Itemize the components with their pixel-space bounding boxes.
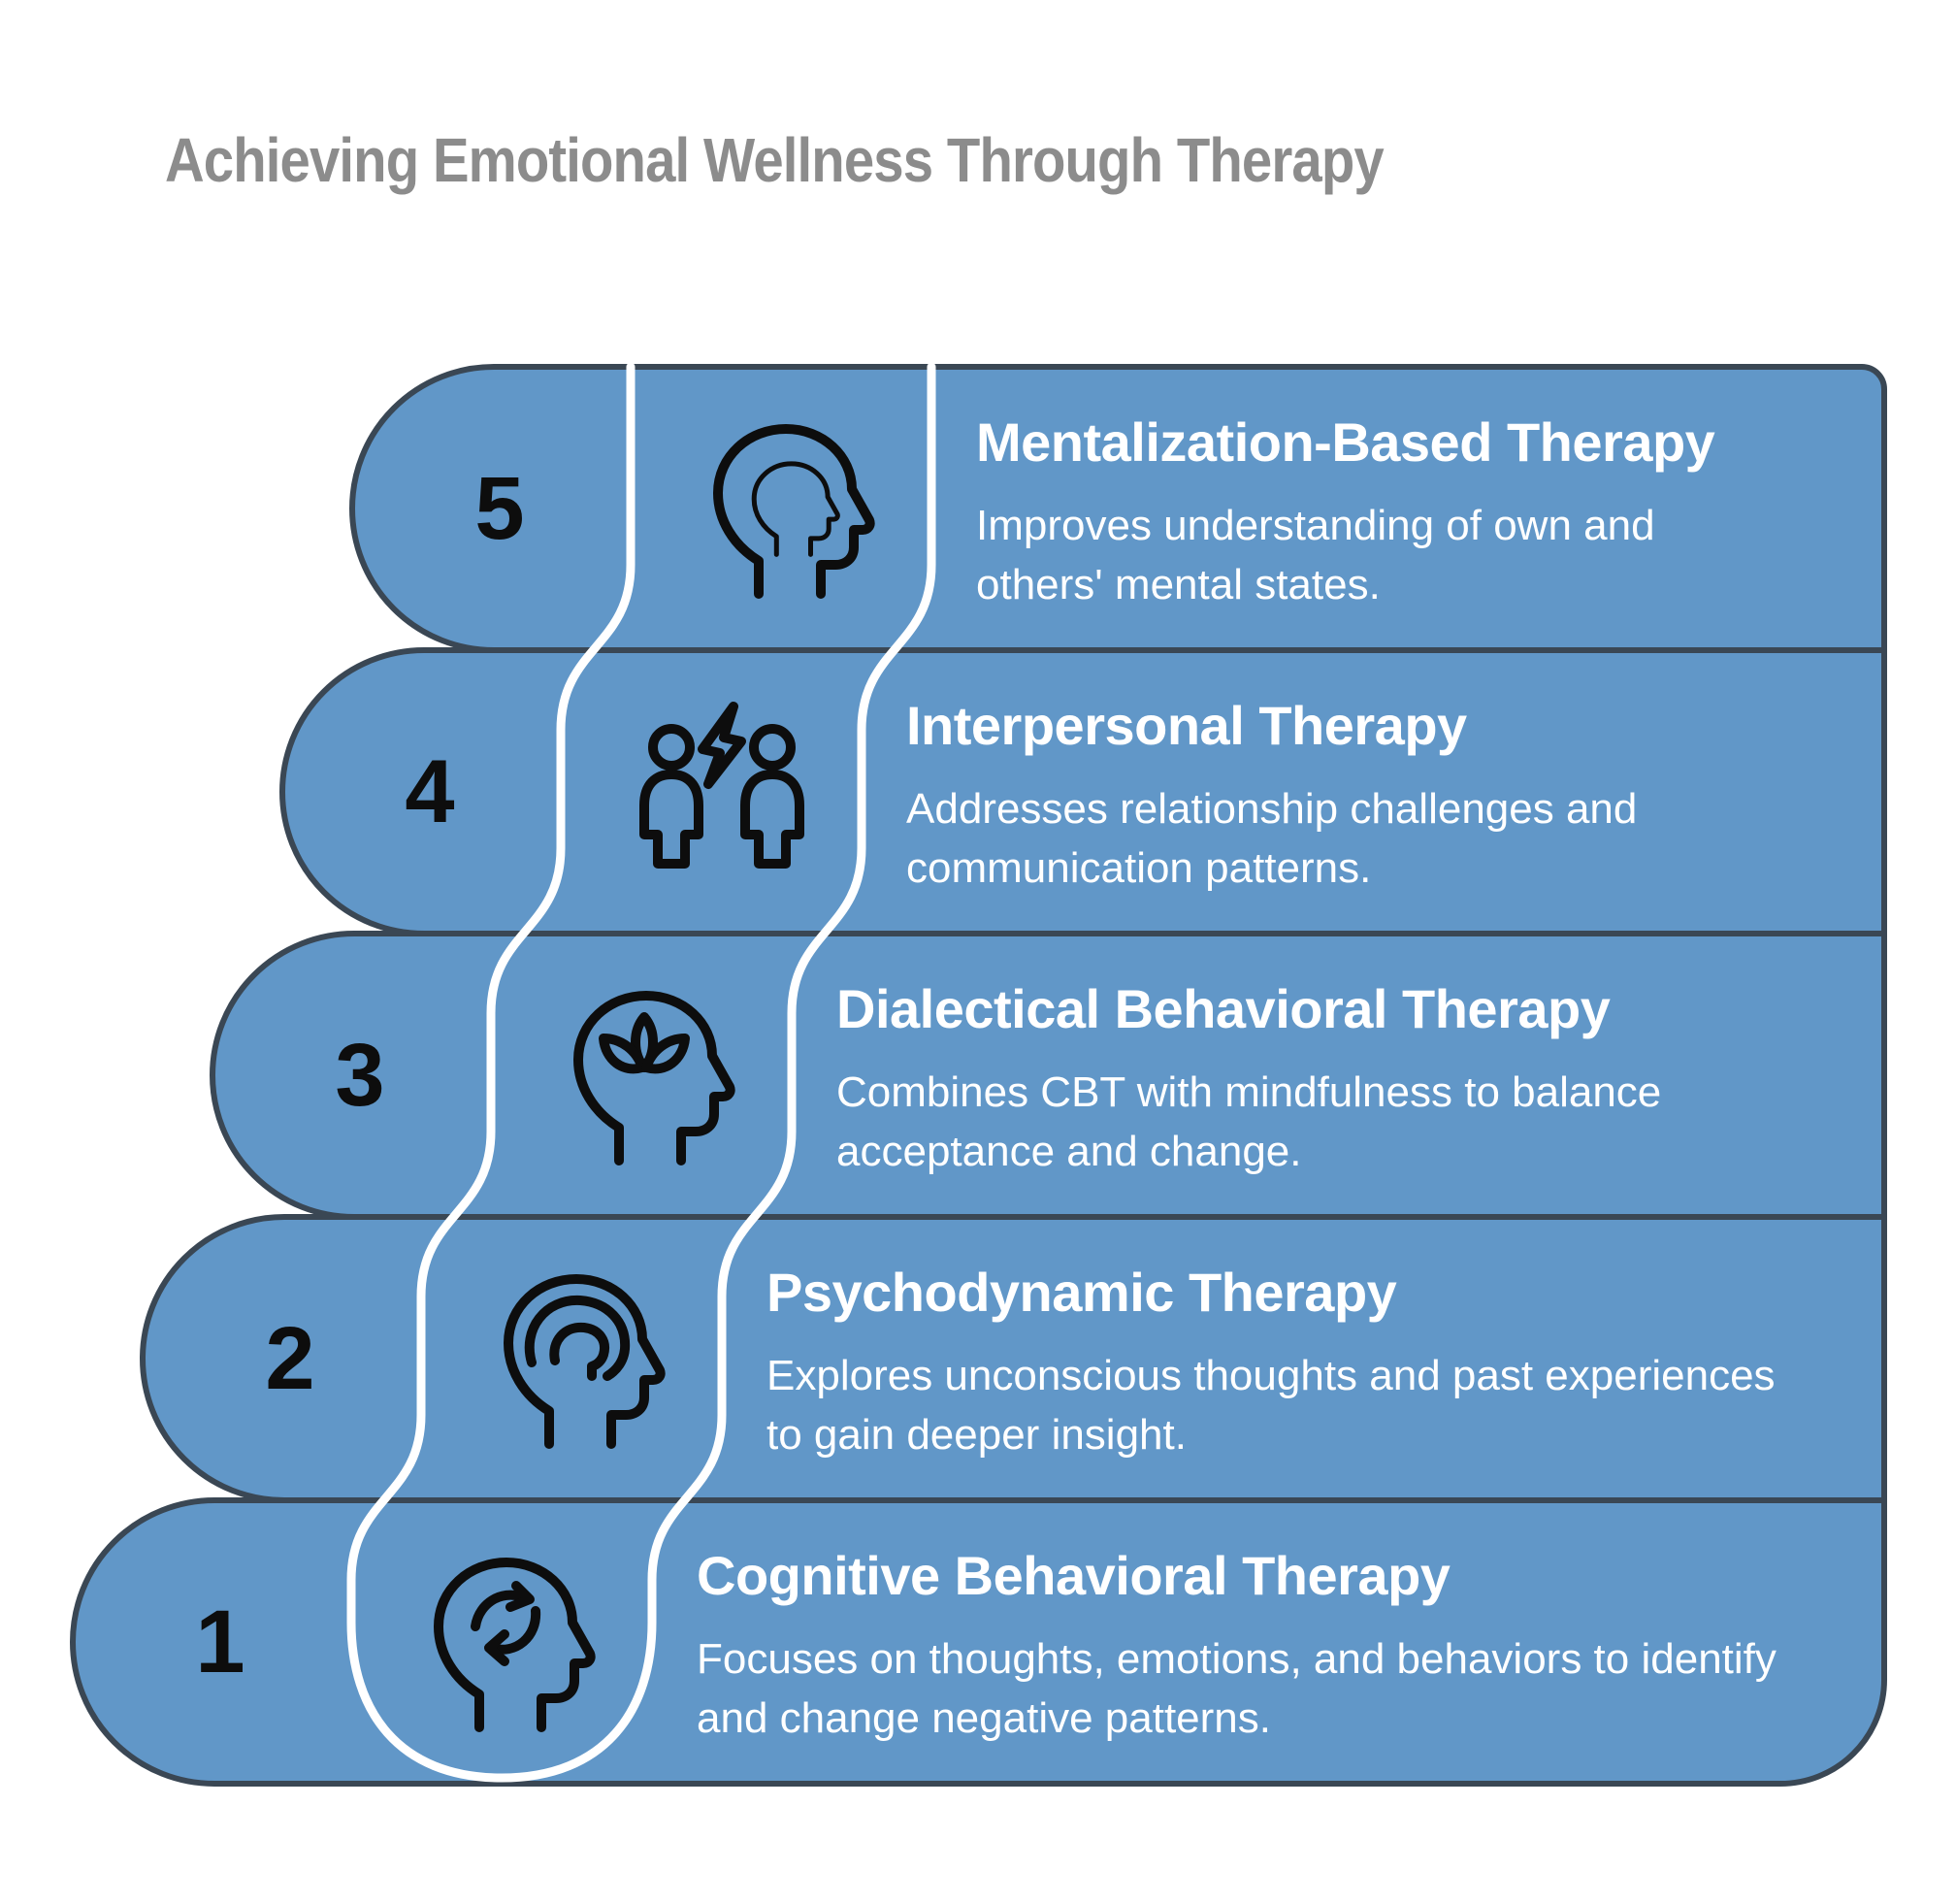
step-number: 2 <box>265 1308 315 1408</box>
psychodynamic-head-layers-icon <box>504 1274 666 1449</box>
step-title: Interpersonal Therapy <box>906 695 1467 756</box>
step-number: 1 <box>195 1592 245 1691</box>
mentalization-head-in-head-icon <box>713 424 875 599</box>
step-description: Addresses relationship challenges and co… <box>906 785 1638 892</box>
step-title: Dialectical Behavioral Therapy <box>836 978 1611 1039</box>
step-text-block: Interpersonal Therapy Addresses relation… <box>906 694 1852 898</box>
step-row-3: 3 Dialectical Behavioral Therapy Combine… <box>210 931 1887 1220</box>
step-title: Psychodynamic Therapy <box>766 1262 1397 1323</box>
page-title: Achieving Emotional Wellness Through The… <box>165 125 1385 195</box>
step-row-1: 1 Cognitive Behavioral Therapy Focuses o… <box>70 1497 1887 1787</box>
mindfulness-head-lotus-icon <box>573 991 735 1165</box>
step-text-block: Mentalization-Based Therapy Improves und… <box>976 410 1852 614</box>
step-title: Cognitive Behavioral Therapy <box>697 1545 1451 1606</box>
step-row-2: 2 Psychodynamic Therapy Explores unconsc… <box>140 1214 1887 1503</box>
step-number: 5 <box>474 458 525 558</box>
step-number: 3 <box>335 1025 385 1125</box>
step-description: Explores unconscious thoughts and past e… <box>766 1352 1776 1459</box>
step-description: Combines CBT with mindfulness to balance… <box>836 1068 1662 1175</box>
step-row-5: 5 Mentalization-Based Therapy Improves u… <box>349 364 1887 653</box>
step-text-block: Dialectical Behavioral Therapy Combines … <box>836 977 1852 1181</box>
step-description: Improves understanding of own and others… <box>976 502 1655 608</box>
step-row-4: 4 Interpersonal Therapy Addresses relati… <box>279 647 1887 936</box>
cognitive-cycle-head-icon <box>434 1558 596 1732</box>
step-description: Focuses on thoughts, emotions, and behav… <box>697 1635 1777 1742</box>
step-text-block: Cognitive Behavioral Therapy Focuses on … <box>697 1544 1852 1748</box>
step-title: Mentalization-Based Therapy <box>976 411 1715 473</box>
step-number: 4 <box>405 741 455 841</box>
interpersonal-conflict-people-icon <box>639 702 804 869</box>
step-text-block: Psychodynamic Therapy Explores unconscio… <box>766 1261 1852 1464</box>
